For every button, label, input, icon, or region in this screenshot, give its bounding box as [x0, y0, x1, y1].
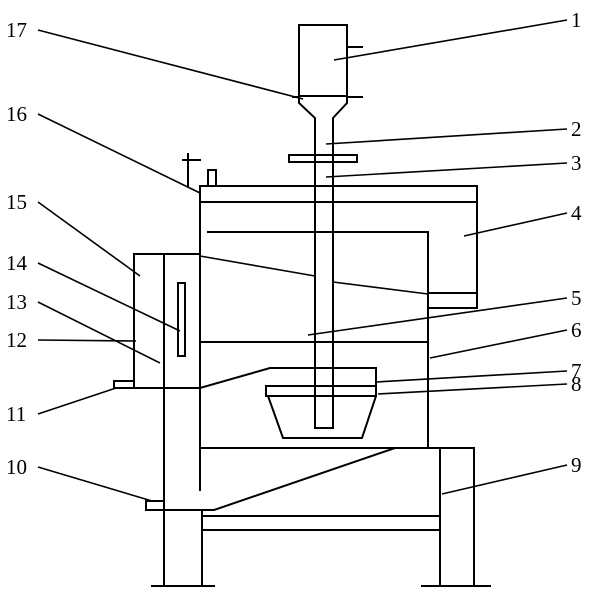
leader-1	[333, 19, 568, 61]
lower-body	[145, 446, 397, 511]
label-4: 4	[571, 201, 582, 225]
leader-4	[463, 212, 568, 237]
leader-9	[441, 464, 568, 495]
leader-8	[377, 383, 568, 395]
label-14: 14	[6, 251, 28, 275]
leader-15b	[199, 255, 316, 277]
label-17: 17	[6, 18, 27, 42]
label-9: 9	[571, 453, 582, 477]
label-5: 5	[571, 286, 582, 310]
label-13: 13	[6, 290, 27, 314]
right-housing	[427, 201, 478, 309]
leader-14	[37, 262, 181, 332]
leader-lines	[37, 19, 568, 502]
leader-13	[37, 301, 161, 364]
label-12: 12	[6, 328, 27, 352]
leader-3	[325, 162, 568, 178]
top-cover	[199, 185, 478, 203]
label-16: 16	[6, 102, 27, 126]
leader-15	[37, 201, 141, 277]
side-box	[113, 253, 201, 587]
motor	[292, 24, 363, 125]
label-7: 7	[571, 359, 582, 383]
label-2: 2	[571, 117, 582, 141]
label-15: 15	[6, 190, 27, 214]
leader-6	[429, 329, 568, 359]
label-11: 11	[6, 402, 26, 426]
label-1: 1	[571, 8, 582, 32]
leader-16	[37, 113, 201, 194]
leader-12	[37, 339, 137, 342]
label-8: 8	[571, 372, 582, 396]
basket	[198, 367, 378, 439]
main-shaft	[314, 123, 334, 429]
part-labels: 1 2 3 4 5 6 7 8 9 10 11 12 13 14 15 16 1…	[6, 8, 582, 479]
main-chamber	[199, 201, 475, 449]
leader-10	[37, 466, 153, 502]
leader-5	[307, 297, 568, 336]
leader-11	[37, 387, 117, 415]
leader-7	[375, 370, 568, 383]
label-10: 10	[6, 455, 27, 479]
leader-15c	[332, 281, 429, 295]
label-6: 6	[571, 318, 582, 342]
frame	[151, 447, 491, 587]
coupling-flange	[288, 154, 358, 163]
top-valve	[182, 153, 217, 187]
leader-2	[325, 128, 568, 145]
label-3: 3	[571, 151, 582, 175]
leader-17	[37, 29, 304, 100]
